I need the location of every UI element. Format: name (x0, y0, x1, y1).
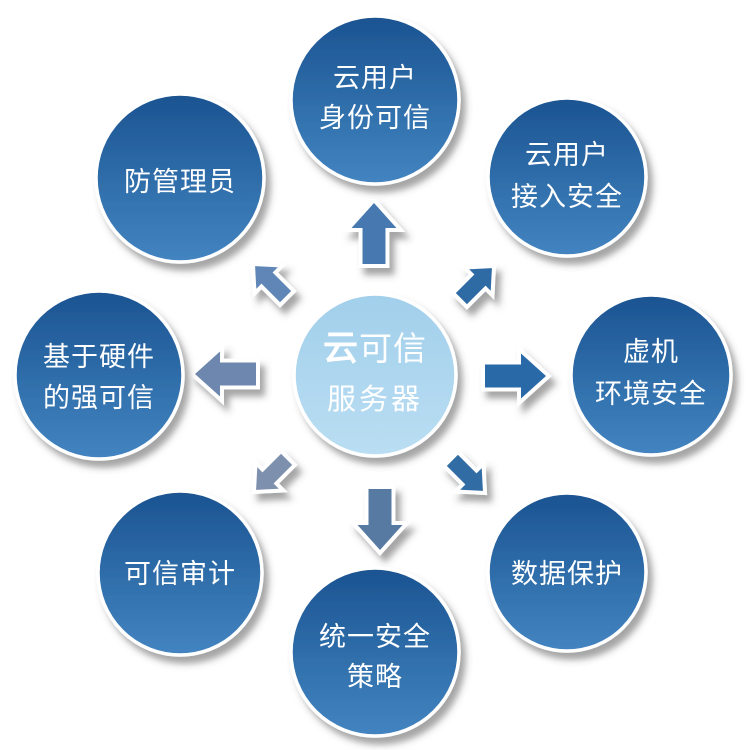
arrow-up-left-icon (239, 250, 301, 312)
node-bottom-label-line1: 统一安全 (319, 622, 431, 652)
arrow-down-right-icon (437, 445, 499, 507)
center-node-label-line2: 服务器 (327, 383, 423, 416)
node-bottom-left-circle (96, 489, 264, 657)
node-bottom-label-line2: 策略 (347, 662, 403, 692)
arrow-left-icon (190, 345, 260, 403)
arrow-up-right-icon (446, 252, 508, 314)
node-top-right-circle (486, 96, 648, 258)
circles-layer (13, 14, 733, 738)
node-left-circle (13, 289, 185, 461)
center-node-label-line1-rest: 可信 (359, 330, 427, 367)
arrow-right-icon (481, 347, 551, 405)
arrow-down-icon (351, 485, 409, 555)
node-top-right-label-line1: 云用户 (525, 140, 609, 170)
node-bottom-right-circle (486, 491, 648, 653)
arrow-down-left-icon (240, 444, 302, 506)
node-right-label-line1: 虚机 (623, 337, 679, 367)
node-left-label-line1: 基于硬件 (43, 342, 155, 372)
node-top-label-line1: 云用户 (333, 63, 417, 93)
node-top-right-label-line2: 接入安全 (511, 182, 623, 212)
node-bottom-right-label: 数据保护 (511, 559, 623, 589)
node-top-left-circle (94, 92, 266, 264)
node-left-label-line2: 的强可信 (43, 383, 155, 413)
node-right-circle (569, 293, 733, 457)
labels-layer: 云用户 身份可信 云用户 接入安全 虚机 环境安全 数据保护 统一安全 策略 可… (43, 63, 707, 692)
node-top-label-line2: 身份可信 (319, 103, 431, 133)
node-right-label-line2: 环境安全 (595, 379, 707, 409)
center-node-label-line1: 云可信 (323, 329, 427, 368)
node-top-circle (289, 14, 461, 186)
node-bottom-left-label: 可信审计 (124, 559, 236, 589)
node-top-left-label: 防管理员 (124, 167, 236, 197)
arrow-up-icon (345, 198, 403, 268)
node-bottom-circle (289, 566, 461, 738)
center-node-label-line1-bold: 云 (323, 329, 359, 368)
center-node-circle (292, 292, 458, 458)
